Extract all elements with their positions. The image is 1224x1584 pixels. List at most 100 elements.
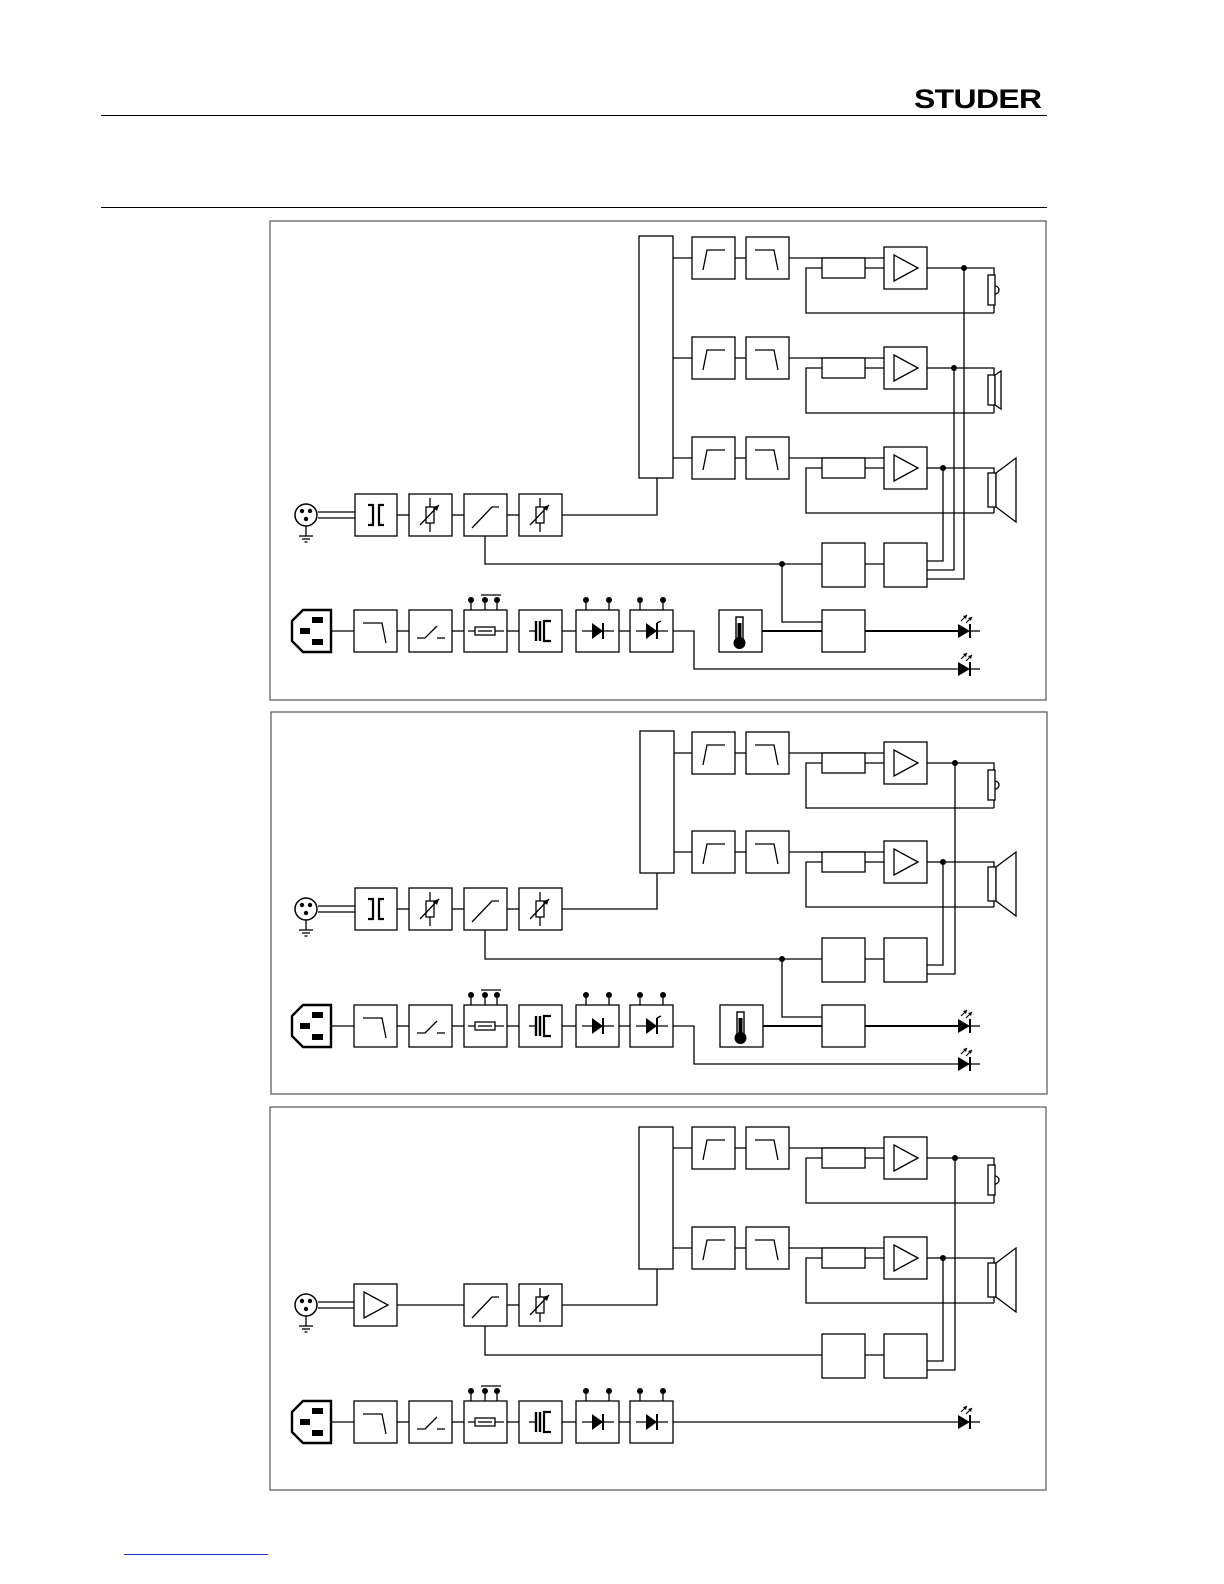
xlr-pin: [304, 517, 308, 521]
limiter-control-wire: [485, 930, 822, 959]
terminal-dot: [606, 597, 612, 603]
sense-wire: [927, 862, 943, 965]
socket-pin: [312, 617, 323, 623]
protection-block: [884, 1334, 927, 1378]
mains-filter-block: [354, 1005, 397, 1047]
block-diagram-two-way-balanced-amp: [270, 1107, 1046, 1490]
sense-wire: [927, 268, 964, 579]
terminal-dot: [637, 992, 643, 998]
speaker-wire: [955, 763, 994, 770]
speaker-wire: [943, 1258, 994, 1263]
socket-pin: [312, 1408, 323, 1414]
monitor-block: [822, 1005, 865, 1047]
feedback-resistor: [822, 1148, 865, 1168]
tap-dot: [468, 597, 474, 603]
protection-block: [884, 938, 927, 982]
protection-section: [485, 536, 927, 587]
xlr-input-icon: [295, 898, 356, 936]
power-led-wire: [673, 631, 958, 669]
status-led-icon: [958, 615, 980, 638]
protection-section: [485, 930, 927, 982]
filter-block: [746, 732, 789, 774]
tap-dot: [468, 1388, 474, 1394]
terminal-dot: [606, 992, 612, 998]
xlr-pin: [308, 1299, 312, 1303]
mains-socket-icon: [292, 1005, 331, 1047]
terminal-dot: [660, 1388, 666, 1394]
led-triangle: [958, 624, 970, 638]
xlr-shell: [295, 898, 317, 920]
led-triangle: [958, 1019, 970, 1033]
feedback-resistor: [822, 753, 865, 773]
crossover-bus: [640, 731, 674, 873]
feedback-resistor: [822, 458, 865, 478]
power-amp-block: [884, 447, 927, 489]
limiter-control-wire: [485, 1326, 822, 1355]
channel-tweeter: [673, 237, 999, 579]
status-led-icon: [958, 653, 980, 676]
filter-block: [746, 1227, 789, 1269]
led-triangle: [958, 1057, 970, 1071]
power-supply-chain: [292, 561, 980, 676]
input-chain: [295, 478, 657, 542]
crossover-bus: [639, 236, 673, 478]
block-diagram-two-way: [271, 712, 1047, 1094]
mains-filter-block: [354, 610, 397, 652]
speaker-wire: [955, 1158, 994, 1165]
driver-cone: [996, 458, 1016, 522]
speaker-wire: [943, 862, 994, 867]
led-triangle: [958, 1415, 970, 1429]
filter-block: [746, 337, 789, 379]
socket-pin: [312, 639, 323, 645]
sense-wire: [927, 763, 955, 974]
socket-pin: [312, 1034, 323, 1040]
chain-to-bus-wire: [562, 478, 657, 515]
feedback-resistor: [822, 852, 865, 872]
xlr-pin: [300, 1299, 304, 1303]
xlr-input-icon: [295, 504, 356, 542]
filter-block: [692, 732, 735, 774]
monitor-block: [822, 610, 865, 652]
status-led-icon: [958, 1010, 980, 1033]
power-switch-block: [409, 610, 452, 652]
xlr-input-icon: [295, 1294, 356, 1332]
tap-dot: [482, 1388, 488, 1394]
limiter-block: [464, 1284, 507, 1326]
socket-pin: [312, 1430, 323, 1436]
filter-block: [746, 1127, 789, 1169]
filter-block: [746, 237, 789, 279]
power-supply-chain: [292, 956, 980, 1071]
xlr-pin: [304, 911, 308, 915]
power-supply-chain: [292, 1386, 980, 1443]
xlr-shell: [295, 1294, 317, 1316]
xlr-shell: [295, 504, 317, 526]
driver-magnet: [988, 1165, 995, 1195]
mains-socket-icon: [292, 1401, 331, 1443]
protection-block: [822, 1334, 865, 1378]
driver-magnet: [988, 275, 995, 305]
socket-pin: [300, 628, 310, 634]
xlr-pin: [304, 1307, 308, 1311]
speaker-wire: [943, 468, 994, 473]
filter-block: [692, 337, 735, 379]
socket-outline: [292, 1401, 331, 1443]
midrange-icon: [988, 371, 1001, 409]
tap-dot: [482, 597, 488, 603]
power-led-wire: [673, 1026, 958, 1064]
power-switch-block: [409, 1401, 452, 1443]
xlr-pin: [300, 509, 304, 513]
filter-block: [746, 437, 789, 479]
led-triangle: [958, 662, 970, 676]
input-transformer-block: [355, 494, 397, 536]
power-amp-block: [884, 247, 927, 289]
terminal-dot: [583, 597, 589, 603]
mains-socket-icon: [292, 610, 331, 652]
status-led-icon: [958, 1048, 980, 1071]
xlr-pin: [308, 903, 312, 907]
filter-block: [692, 237, 735, 279]
driver-cone: [995, 371, 1001, 409]
feedback-resistor: [822, 258, 865, 278]
chain-to-bus-wire: [562, 1269, 657, 1305]
power-amp-block: [884, 1137, 927, 1179]
socket-pin: [312, 1012, 323, 1018]
